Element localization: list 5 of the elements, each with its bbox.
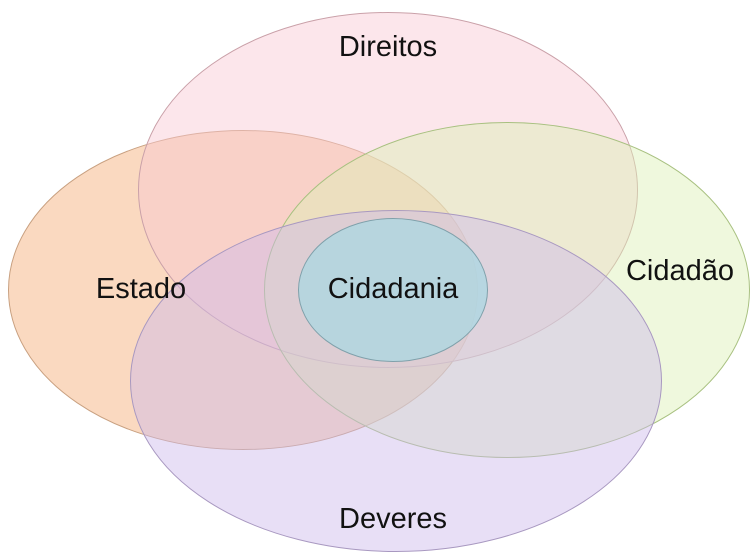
set-label: Cidadão xyxy=(626,256,734,288)
set-label: Estado xyxy=(96,274,186,306)
set-label: Direitos xyxy=(338,32,438,64)
set-label: Cidadania xyxy=(328,274,458,306)
set-label: Deveres xyxy=(339,504,447,536)
